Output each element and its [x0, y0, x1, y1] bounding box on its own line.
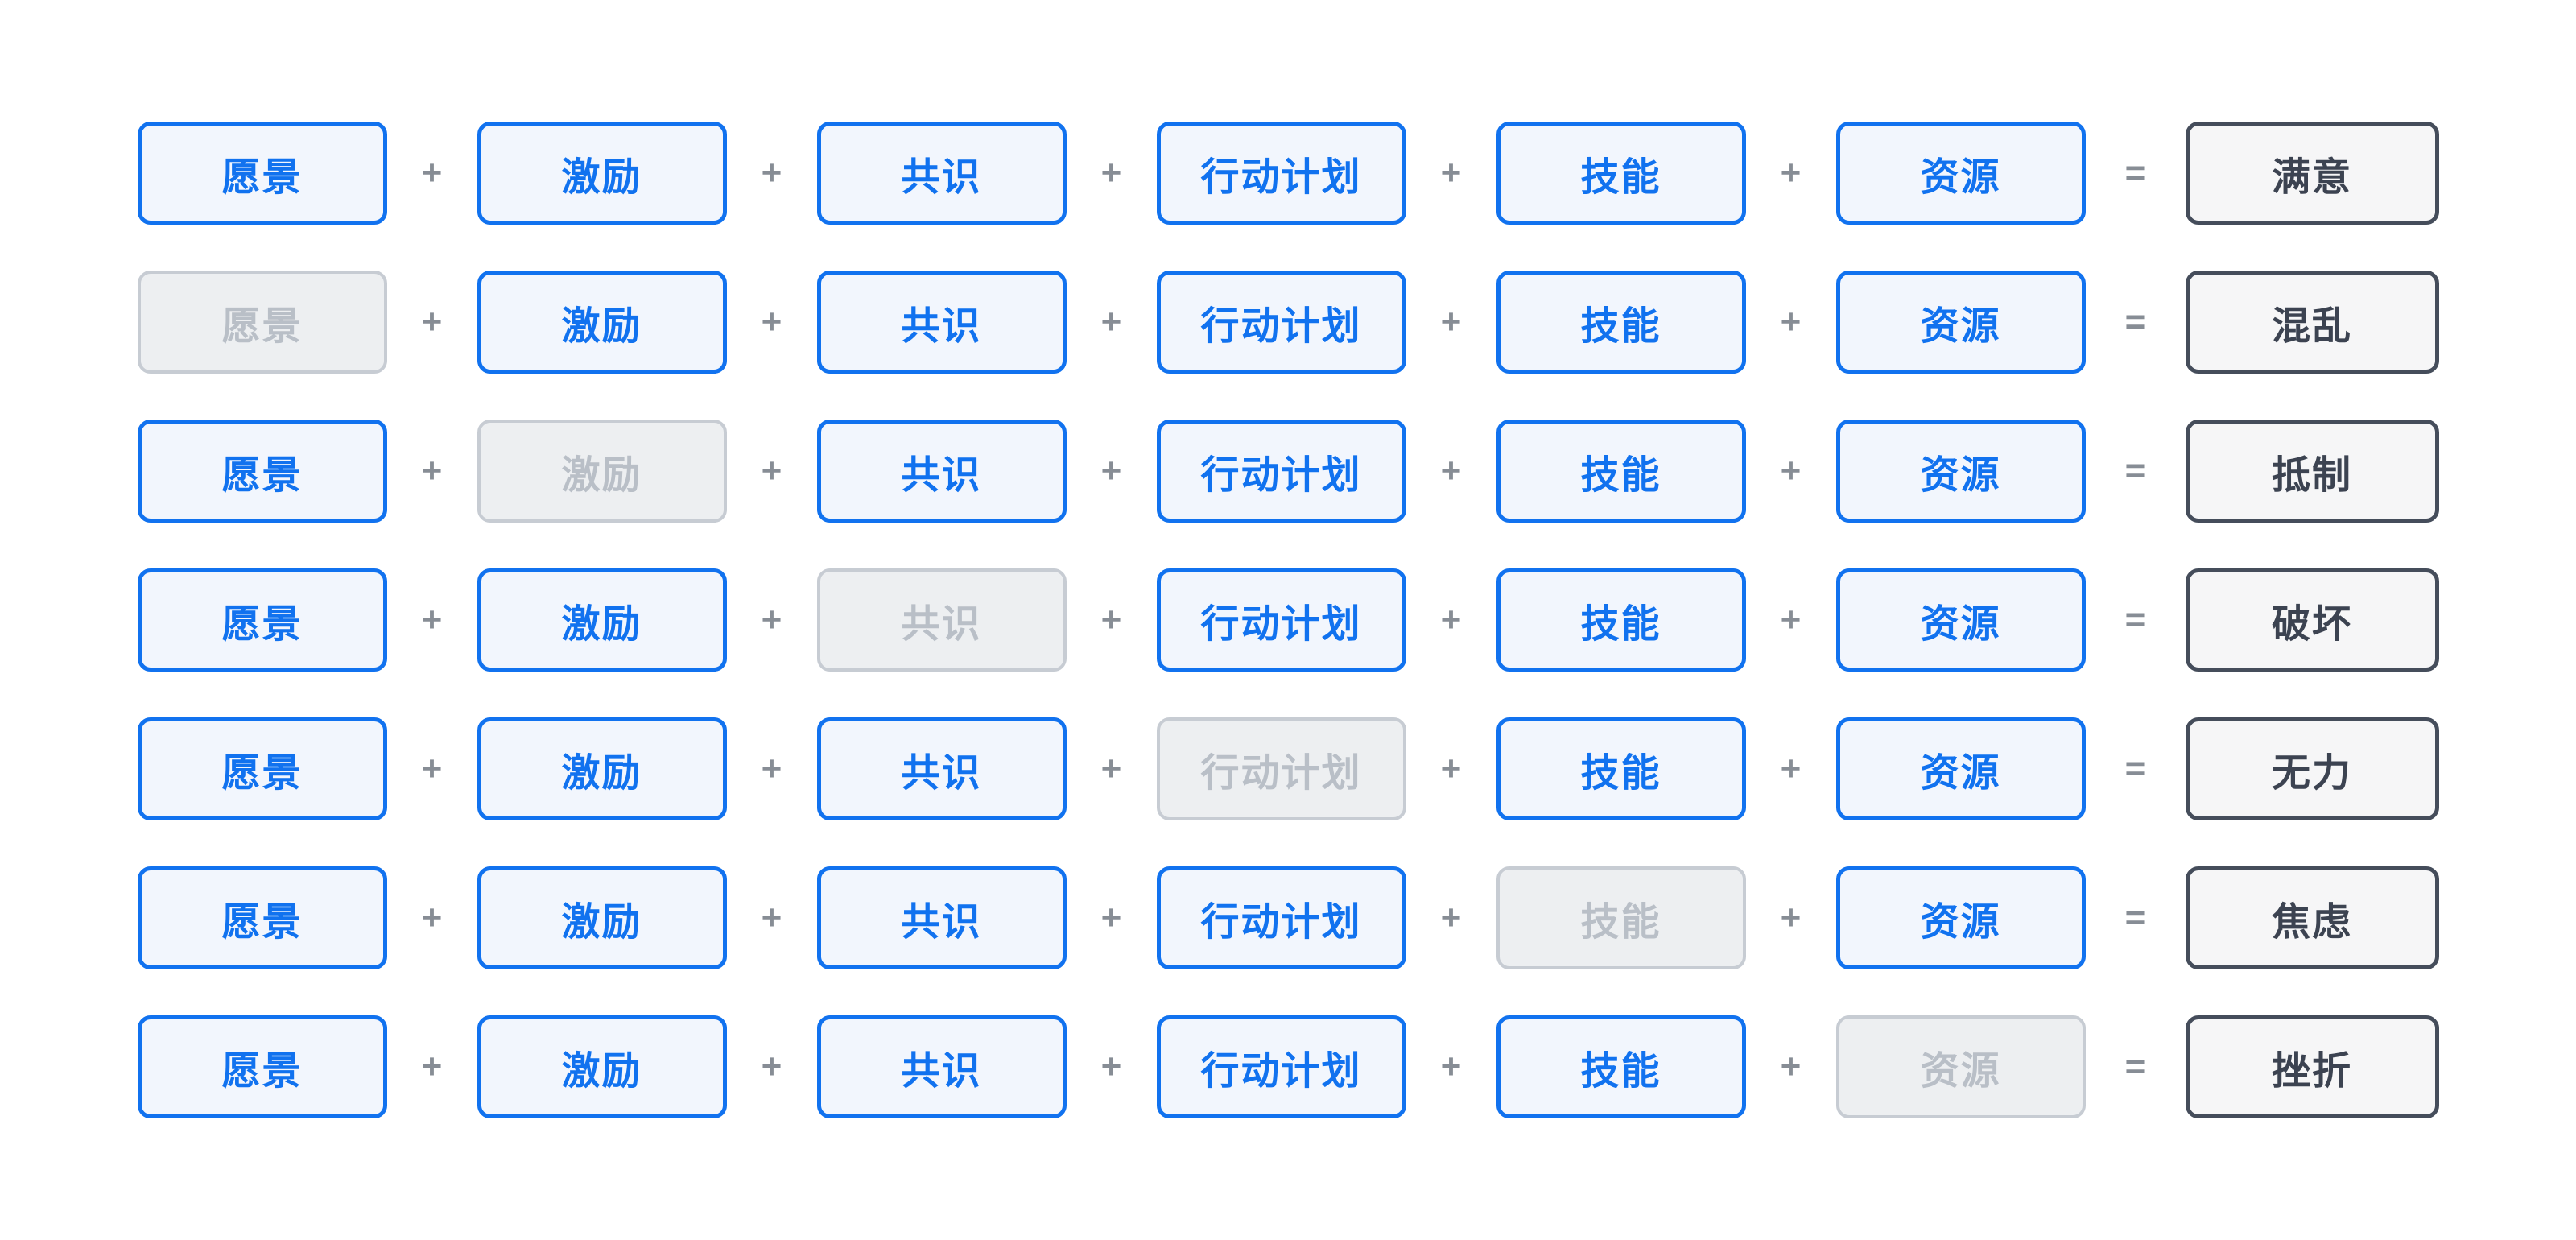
plus-operator: + [761, 153, 782, 192]
factor-skills: 技能 [1496, 568, 1746, 672]
factor-skills: 技能 [1496, 420, 1746, 523]
factor-resources: 资源 [1835, 568, 2086, 672]
plus-operator: + [761, 1047, 782, 1086]
plus-operator: + [761, 302, 782, 341]
plus-operator: + [1100, 1047, 1122, 1086]
equals-operator: = [2124, 302, 2146, 341]
plus-operator: + [1780, 600, 1802, 639]
factor-incentives: 激励 [477, 866, 727, 969]
factor-action-plan: 行动计划 [1156, 568, 1406, 672]
factor-vision: 愿景 [137, 122, 387, 225]
factor-vision: 愿景 [137, 1015, 387, 1118]
factor-action-plan: 行动计划 [1156, 1015, 1406, 1118]
factor-incentives: 激励 [477, 717, 727, 820]
equals-operator: = [2124, 153, 2146, 192]
equation-row-satisfaction: 愿景 + 激励 + 共识 + 行动计划 + 技能 + 资源 = 满意 [137, 122, 2439, 225]
factor-vision: 愿景 [137, 717, 387, 820]
equals-operator: = [2124, 600, 2146, 639]
factor-vision: 愿景 [137, 866, 387, 969]
equation-row-resistance: 愿景 + 激励 + 共识 + 行动计划 + 技能 + 资源 = 抵制 [137, 420, 2439, 523]
result-anxiety: 焦虑 [2185, 866, 2439, 969]
factor-consensus: 共识 [816, 866, 1067, 969]
factor-consensus: 共识 [816, 717, 1067, 820]
factor-skills: 技能 [1496, 122, 1746, 225]
plus-operator: + [421, 898, 443, 937]
plus-operator: + [421, 749, 443, 788]
plus-operator: + [761, 749, 782, 788]
factor-resources: 资源 [1835, 420, 2086, 523]
plus-operator: + [1100, 600, 1122, 639]
factor-resources: 资源 [1835, 271, 2086, 374]
factor-incentives: 激励 [477, 271, 727, 374]
result-frustration: 挫折 [2185, 1015, 2439, 1118]
plus-operator: + [1100, 898, 1122, 937]
equation-row-powerlessness: 愿景 + 激励 + 共识 + 行动计划 + 技能 + 资源 = 无力 [137, 717, 2439, 820]
plus-operator: + [1780, 1047, 1802, 1086]
plus-operator: + [421, 451, 443, 490]
plus-operator: + [421, 153, 443, 192]
plus-operator: + [1440, 1047, 1462, 1086]
factor-action-plan-missing: 行动计划 [1156, 717, 1406, 820]
result-resistance: 抵制 [2185, 420, 2439, 523]
plus-operator: + [1780, 302, 1802, 341]
equals-operator: = [2124, 749, 2146, 788]
factor-skills: 技能 [1496, 271, 1746, 374]
equals-operator: = [2124, 1047, 2146, 1086]
plus-operator: + [421, 302, 443, 341]
factor-incentives: 激励 [477, 568, 727, 672]
result-sabotage: 破坏 [2185, 568, 2439, 672]
plus-operator: + [421, 600, 443, 639]
equals-operator: = [2124, 898, 2146, 937]
factor-consensus: 共识 [816, 271, 1067, 374]
plus-operator: + [1440, 898, 1462, 937]
plus-operator: + [1100, 302, 1122, 341]
equation-row-anxiety: 愿景 + 激励 + 共识 + 行动计划 + 技能 + 资源 = 焦虑 [137, 866, 2439, 969]
factor-vision: 愿景 [137, 568, 387, 672]
factor-incentives-missing: 激励 [477, 420, 727, 523]
factor-consensus: 共识 [816, 122, 1067, 225]
plus-operator: + [1440, 302, 1462, 341]
equals-operator: = [2124, 451, 2146, 490]
plus-operator: + [1780, 898, 1802, 937]
factor-incentives: 激励 [477, 122, 727, 225]
plus-operator: + [1440, 153, 1462, 192]
factor-resources: 资源 [1835, 717, 2086, 820]
plus-operator: + [761, 898, 782, 937]
plus-operator: + [1100, 749, 1122, 788]
plus-operator: + [421, 1047, 443, 1086]
plus-operator: + [1780, 153, 1802, 192]
plus-operator: + [1100, 451, 1122, 490]
result-confusion: 混乱 [2185, 271, 2439, 374]
factor-resources: 资源 [1835, 866, 2086, 969]
factor-incentives: 激励 [477, 1015, 727, 1118]
plus-operator: + [1100, 153, 1122, 192]
factor-action-plan: 行动计划 [1156, 866, 1406, 969]
plus-operator: + [761, 600, 782, 639]
equation-row-frustration: 愿景 + 激励 + 共识 + 行动计划 + 技能 + 资源 = 挫折 [137, 1015, 2439, 1118]
factor-action-plan: 行动计划 [1156, 271, 1406, 374]
factor-consensus: 共识 [816, 1015, 1067, 1118]
plus-operator: + [1440, 451, 1462, 490]
plus-operator: + [1440, 749, 1462, 788]
factor-skills: 技能 [1496, 717, 1746, 820]
factor-resources: 资源 [1835, 122, 2086, 225]
result-satisfaction: 满意 [2185, 122, 2439, 225]
equation-row-sabotage: 愿景 + 激励 + 共识 + 行动计划 + 技能 + 资源 = 破坏 [137, 568, 2439, 672]
factor-consensus: 共识 [816, 420, 1067, 523]
factor-action-plan: 行动计划 [1156, 420, 1406, 523]
factor-skills-missing: 技能 [1496, 866, 1746, 969]
factor-resources-missing: 资源 [1835, 1015, 2086, 1118]
factor-vision-missing: 愿景 [137, 271, 387, 374]
factor-vision: 愿景 [137, 420, 387, 523]
plus-operator: + [1440, 600, 1462, 639]
equation-row-confusion: 愿景 + 激励 + 共识 + 行动计划 + 技能 + 资源 = 混乱 [137, 271, 2439, 374]
factor-consensus-missing: 共识 [816, 568, 1067, 672]
factor-skills: 技能 [1496, 1015, 1746, 1118]
result-powerlessness: 无力 [2185, 717, 2439, 820]
factor-action-plan: 行动计划 [1156, 122, 1406, 225]
plus-operator: + [1780, 451, 1802, 490]
plus-operator: + [761, 451, 782, 490]
plus-operator: + [1780, 749, 1802, 788]
